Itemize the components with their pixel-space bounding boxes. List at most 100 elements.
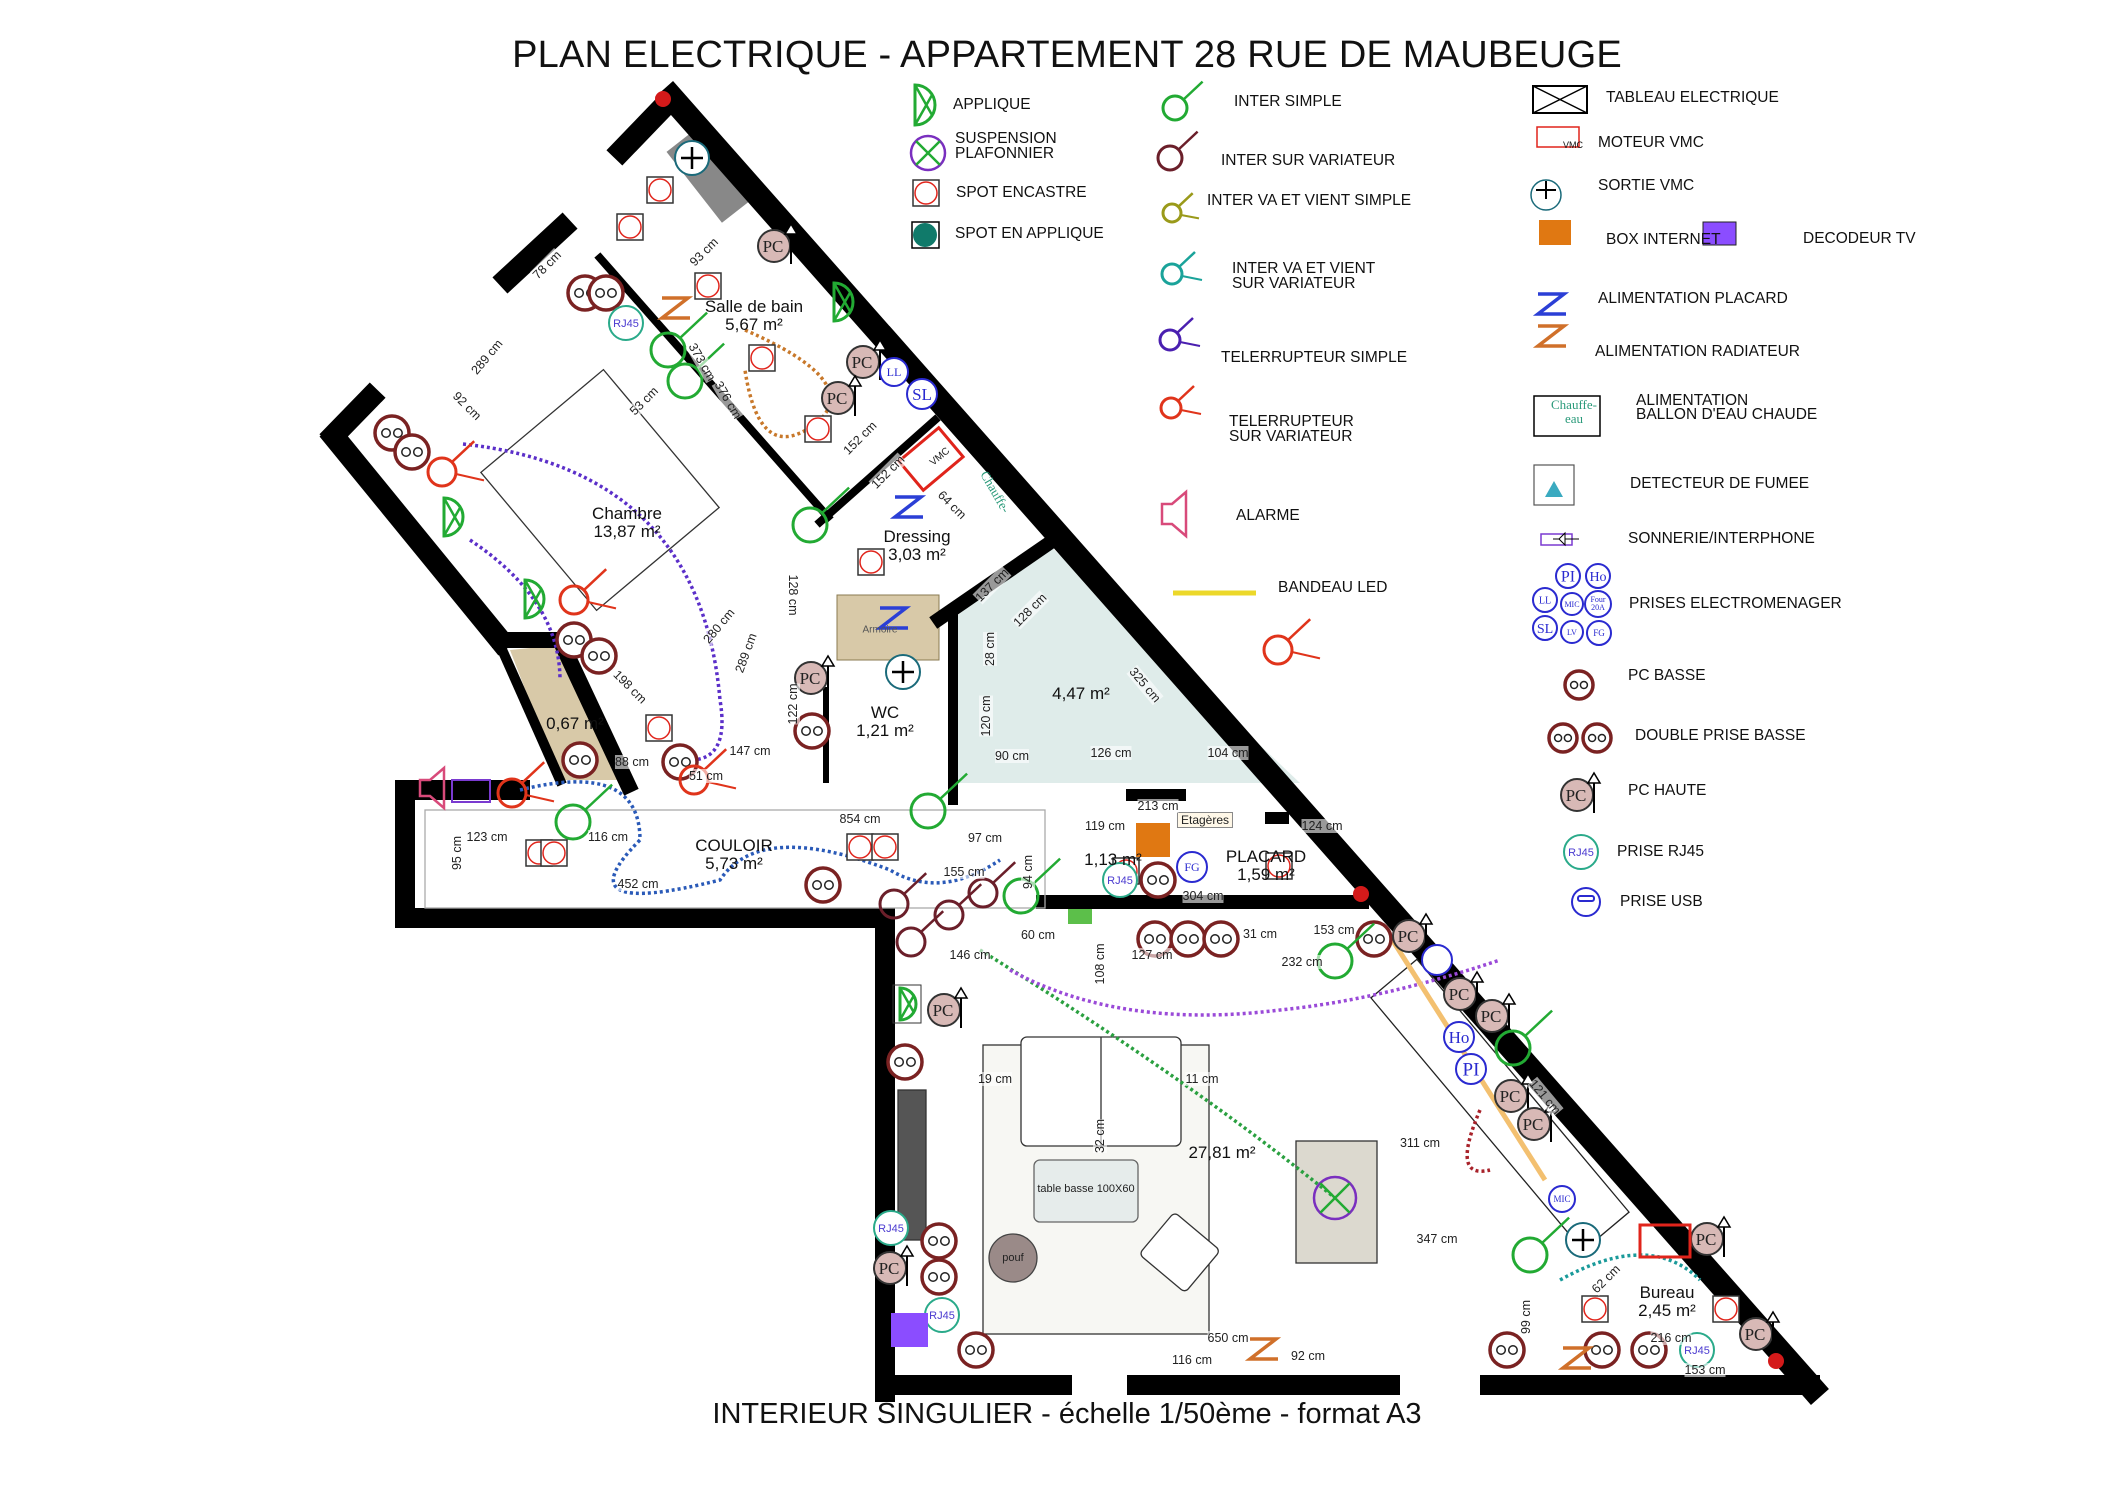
mic-legend-icon: MIC	[1560, 592, 1584, 616]
svg-text:SL: SL	[1537, 622, 1553, 637]
room-area: 2,45 m²	[1638, 1301, 1696, 1320]
svg-text:PC: PC	[827, 389, 848, 408]
tableau-electrique-icon	[1265, 812, 1289, 824]
svg-text:LV: LV	[1567, 628, 1577, 637]
telerupteur-variateur-icon	[426, 440, 485, 488]
room-degagement: 4,47 m²	[1052, 684, 1110, 703]
legend-electromenager: PRISES ELECTROMENAGER	[1629, 595, 1842, 612]
spot-encastre-icon	[804, 415, 832, 443]
pc-basse-icon	[804, 866, 842, 904]
pc-haute-icon: PC	[1560, 771, 1602, 813]
rj45-icon: RJ45	[873, 1210, 909, 1246]
legend-spot-applique: SPOT EN APPLIQUE	[955, 225, 1104, 242]
svg-text:Ho: Ho	[1589, 570, 1606, 585]
pc-basse-icon	[957, 1331, 995, 1369]
legend-inter-variateur: INTER SUR VARIATEUR	[1221, 152, 1396, 169]
dimension-label: 94 cm	[1021, 854, 1035, 890]
spot-encastre-icon	[1265, 852, 1293, 880]
legend-double-prise: DOUBLE PRISE BASSE	[1635, 727, 1806, 744]
wall-chambre-rangement	[493, 638, 567, 787]
applique-box	[892, 984, 922, 1024]
svg-text:RJ45: RJ45	[1107, 875, 1133, 887]
spot-encastre-icon	[871, 833, 899, 861]
svg-text:RJ45: RJ45	[1684, 1345, 1710, 1357]
inter-simple-icon	[909, 772, 968, 830]
legend-moteur-vmc: MOTEUR VMC	[1598, 134, 1704, 151]
svg-text:PC: PC	[1500, 1087, 1521, 1106]
prise-ll-icon: LL	[879, 357, 909, 387]
svg-text:PC: PC	[852, 353, 873, 372]
dimension-label: 128 cm	[786, 574, 800, 616]
dimension-label: 146 cm	[949, 948, 991, 962]
dimension-label: 120 cm	[979, 695, 993, 737]
svg-text:PC: PC	[800, 669, 821, 688]
alim-radiateur-icon	[1557, 1346, 1595, 1370]
legend-telerupteur-simple: TELERRUPTEUR SIMPLE	[1221, 349, 1408, 366]
svg-text:SL: SL	[912, 385, 932, 404]
table-basse	[1033, 1159, 1139, 1223]
legend-sonnerie: SONNERIE/INTERPHONE	[1628, 530, 1815, 547]
legend-pc-haute: PC HAUTE	[1628, 782, 1707, 799]
svg-text:FG: FG	[1593, 628, 1605, 638]
four-20a-legend-label: Four 20A	[1590, 595, 1606, 612]
svg-text:PC: PC	[1745, 1325, 1766, 1344]
pc-haute-icon: PC	[1392, 912, 1434, 954]
pc-basse-icon	[1488, 1331, 1526, 1369]
pc-haute-icon: PC	[1475, 992, 1517, 1034]
box-internet-legend-icon	[1539, 220, 1571, 245]
inter-variateur-legend-icon	[1156, 130, 1199, 172]
pc-haute-icon: PC	[1690, 1215, 1732, 1257]
legend-vmc-icon-label: VMC	[1563, 140, 1583, 150]
dimension-label: 28 cm	[983, 631, 997, 667]
dimension-label: 99 cm	[1519, 1299, 1533, 1335]
legend-sortie-vmc: SORTIE VMC	[1598, 177, 1695, 194]
dimension-label: 147 cm	[729, 744, 771, 758]
chauffe-eau-icon-text-2: eau	[1564, 411, 1584, 426]
wall-exterior-diagonal	[655, 81, 1829, 1405]
pc-haute-icon: PC	[1443, 970, 1485, 1012]
room-area: 3,03 m²	[888, 545, 946, 564]
pc-basse-icon	[793, 712, 831, 750]
prise-fg-icon: FG	[1176, 851, 1208, 883]
spot-encastre-icon	[1712, 1295, 1740, 1323]
alim-radiateur-icon	[1244, 1337, 1282, 1361]
pc-haute-icon: PC	[846, 338, 888, 380]
sonnerie-icon	[451, 779, 491, 803]
svg-text:PC: PC	[1566, 786, 1587, 805]
inter-variateur-icon	[895, 910, 945, 958]
room-area: 5,67 m²	[725, 315, 783, 334]
va-vient-variateur-legend-icon	[1160, 251, 1203, 286]
pc-haute-icon: PC	[794, 654, 836, 696]
moteur-vmc-icon	[1638, 1223, 1692, 1259]
dimension-label: 155 cm	[943, 865, 985, 879]
room-name: Salle de bain	[704, 297, 804, 316]
room-name: PLACARD	[1225, 847, 1307, 866]
svg-text:PC: PC	[1523, 1115, 1544, 1134]
dimension-label: 153 cm	[1313, 923, 1355, 937]
legend-rj45: PRISE RJ45	[1617, 843, 1705, 860]
spot-encastre-icon	[748, 344, 776, 372]
dimension-label: 32 cm	[1093, 1118, 1107, 1154]
room-sejour: 27,81 m²	[1188, 1143, 1256, 1162]
dimension-label: 216 cm	[1650, 1331, 1692, 1345]
suspension-icon	[909, 134, 947, 172]
telerupteur-variateur-icon	[558, 568, 617, 616]
pc-haute-icon: PC	[1739, 1310, 1781, 1352]
room-name: Chambre	[592, 504, 662, 523]
alarme-legend-icon	[1160, 489, 1188, 539]
dimension-label: 122 cm	[786, 683, 800, 725]
inter-simple-legend-icon	[1161, 80, 1204, 122]
alim-placard-legend-icon	[1532, 292, 1570, 316]
prise-pi-icon: PI	[1455, 1053, 1487, 1085]
pc-basse-icon	[920, 1222, 958, 1260]
spot-encastre-icon	[616, 213, 644, 241]
legend-applique: APPLIQUE	[953, 96, 1031, 113]
wire-chambre	[462, 442, 724, 762]
box-internet-icon	[1136, 823, 1170, 857]
four-legend-icon	[1584, 590, 1612, 618]
pc-haute-icon: PC	[757, 222, 799, 264]
pc-basse-icon	[1563, 669, 1595, 701]
dimension-label: 213 cm	[1137, 799, 1179, 813]
dimension-label: 123 cm	[466, 830, 508, 844]
